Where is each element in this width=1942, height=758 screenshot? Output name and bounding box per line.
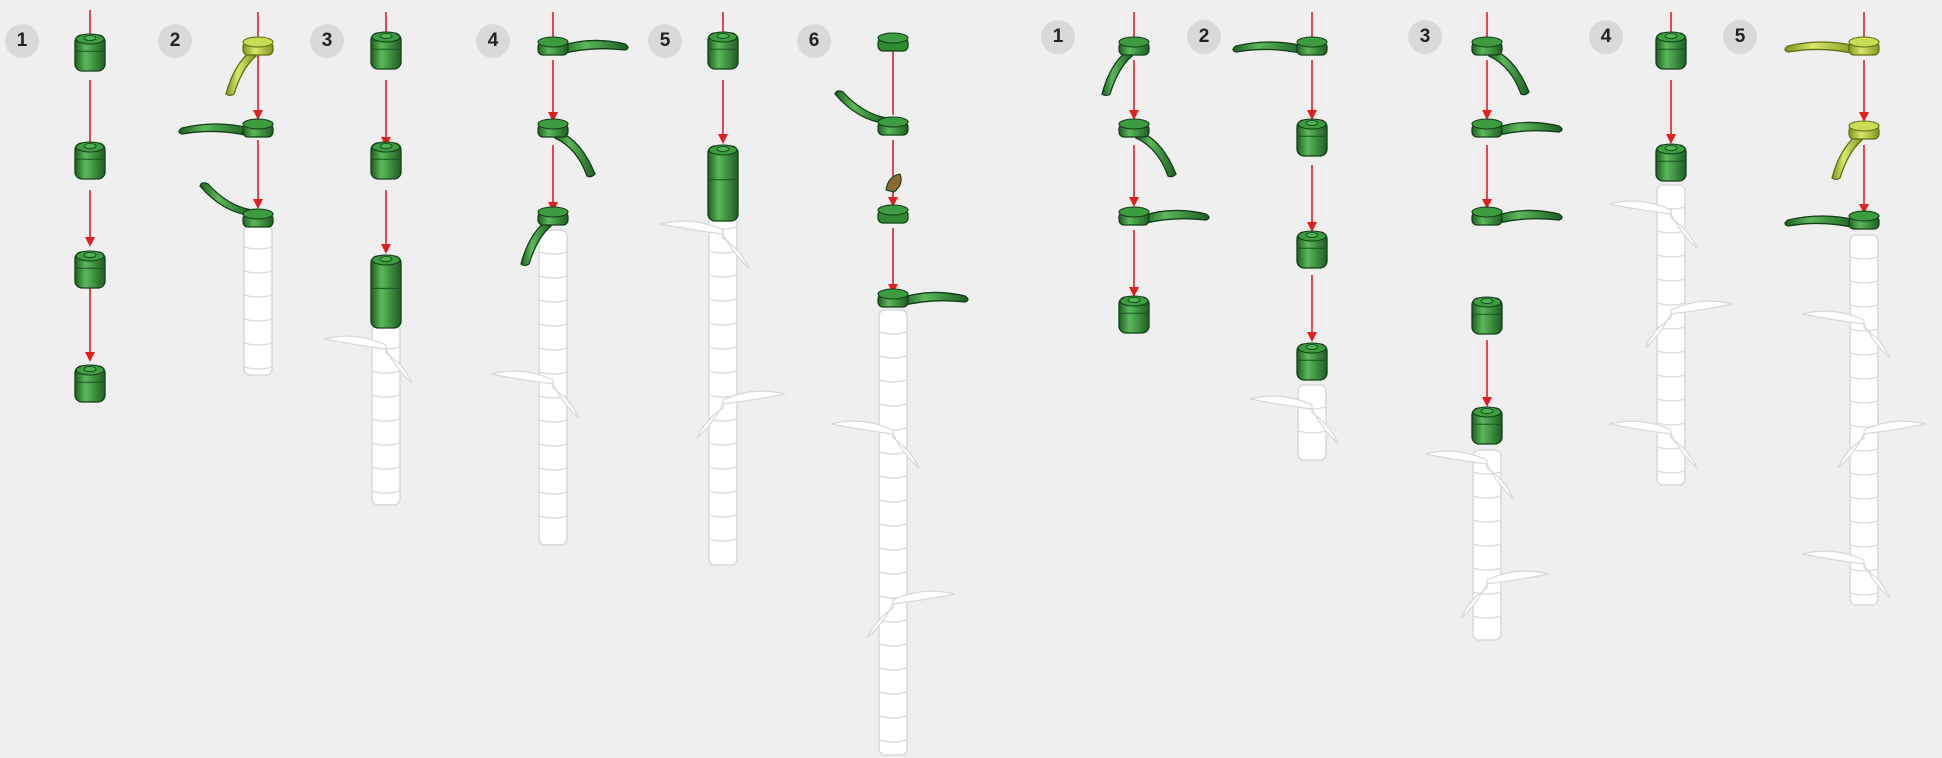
round-brick-icon xyxy=(708,32,738,69)
leaf-piece-icon xyxy=(1102,37,1149,96)
round-brick-icon xyxy=(371,255,401,328)
round-brick-icon xyxy=(75,251,105,288)
round-brick-icon xyxy=(371,142,401,179)
leaf-piece-icon xyxy=(200,183,273,227)
leaf-piece-icon xyxy=(1472,119,1562,137)
leaf-piece-icon xyxy=(1233,37,1327,55)
leaf-piece-icon xyxy=(1119,119,1176,177)
round-brick-icon xyxy=(75,142,105,179)
round-brick-icon xyxy=(371,32,401,69)
leaf-piece-icon xyxy=(1119,207,1209,225)
ghost-stalk-icon xyxy=(324,325,412,505)
leaf-piece-icon xyxy=(1472,207,1562,225)
leaf-piece-icon xyxy=(1472,37,1529,95)
leaf-piece-icon xyxy=(835,91,908,135)
leaf-piece-icon xyxy=(538,119,595,177)
round-brick-icon xyxy=(878,205,908,223)
round-brick-icon xyxy=(75,34,105,71)
leaf-piece-icon xyxy=(538,37,628,55)
round-brick-icon xyxy=(1656,32,1686,69)
leaf-piece-icon xyxy=(226,37,273,96)
round-brick-icon xyxy=(75,365,105,402)
round-brick-icon xyxy=(1472,407,1502,444)
ghost-stalk-icon xyxy=(1609,185,1733,485)
round-brick-icon xyxy=(1656,144,1686,181)
round-brick-icon xyxy=(1297,231,1327,268)
leaf-piece-icon xyxy=(1785,211,1879,229)
leaf-piece-icon xyxy=(878,289,968,307)
ghost-stalk-icon xyxy=(1250,385,1338,460)
ghost-stalk-icon xyxy=(1802,235,1926,605)
ghost-stalk-icon xyxy=(661,205,785,565)
leaf-piece-icon xyxy=(886,174,901,192)
leaf-piece-icon xyxy=(1785,37,1879,55)
ghost-stalk-icon xyxy=(1425,450,1549,640)
round-brick-icon xyxy=(1297,343,1327,380)
round-brick-icon xyxy=(1297,119,1327,156)
leaf-piece-icon xyxy=(1832,121,1879,180)
round-brick-icon xyxy=(878,33,908,51)
round-brick-icon xyxy=(1119,296,1149,333)
ghost-stalk-icon xyxy=(491,230,579,545)
ghost-stalk-icon xyxy=(244,225,272,375)
leaf-piece-icon xyxy=(179,119,273,137)
round-brick-icon xyxy=(708,145,738,221)
ghost-stalk-icon xyxy=(831,310,955,755)
round-brick-icon xyxy=(1472,297,1502,334)
